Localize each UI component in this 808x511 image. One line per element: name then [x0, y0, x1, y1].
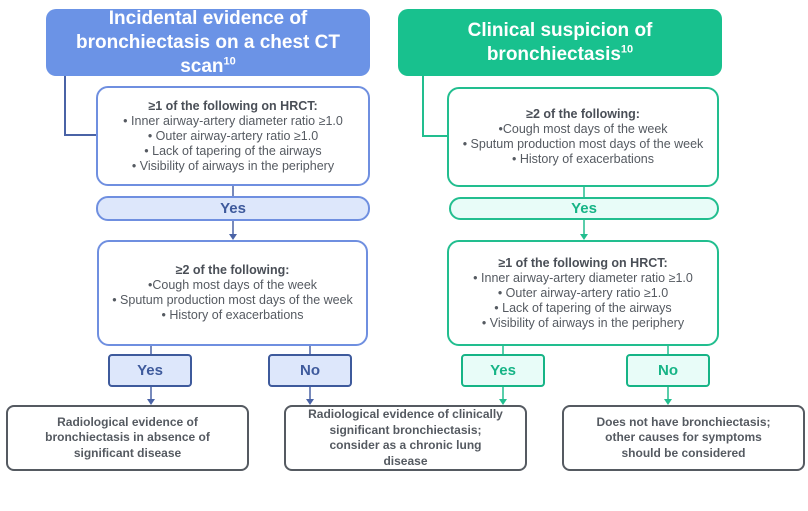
- connector-left-header: [64, 76, 97, 136]
- right-criteria-1-box: ≥2 of the following: •Cough most days of…: [447, 87, 719, 187]
- outcome-no-significant-disease: Radiological evidence of bronchiectasis …: [6, 405, 249, 471]
- left-criteria-1-title: ≥1 of the following on HRCT:: [148, 98, 318, 113]
- left-criteria-2-title: ≥2 of the following:: [175, 263, 290, 277]
- right-criteria-2-title: ≥1 of the following on HRCT:: [498, 255, 668, 270]
- arrow-right-yes-c2: [580, 234, 588, 240]
- arrow-right-yes-outcome: [499, 399, 507, 405]
- right-no-pill: No: [626, 354, 710, 387]
- right-criteria-2-box: ≥1 of the following on HRCT: • Inner air…: [447, 240, 719, 346]
- right-criteria-2-item: • Inner airway-artery diameter ratio ≥1.…: [473, 270, 693, 285]
- left-no-pill: No: [268, 354, 352, 387]
- right-criteria-1-item: • History of exacerbations: [512, 152, 654, 166]
- left-criteria-1-item: • Outer airway-artery ratio ≥1.0: [147, 128, 319, 143]
- right-criteria-1-title: ≥2 of the following:: [526, 107, 640, 121]
- left-header-title: Incidental evidence of bronchiectasis on…: [76, 7, 340, 77]
- left-criteria-1-item: • Inner airway-artery diameter ratio ≥1.…: [123, 113, 343, 128]
- right-header-title: Clinical suspicion of bronchiectasis: [467, 19, 653, 65]
- left-criteria-2-item: • Sputum production most days of the wee…: [112, 293, 353, 307]
- outcome-clinically-significant: Radiological evidence of clinically sign…: [284, 405, 527, 471]
- right-criteria-2-item: • Visibility of airways in the periphery: [481, 315, 685, 330]
- right-pathway-header: Clinical suspicion of bronchiectasis10: [398, 9, 722, 76]
- left-criteria-2-item: •Cough most days of the week: [147, 278, 318, 292]
- right-header-ref: 10: [620, 43, 634, 56]
- left-criteria-1-box: ≥1 of the following on HRCT: • Inner air…: [96, 86, 370, 186]
- arrow-left-no-outcome: [306, 399, 314, 405]
- connector-right-header: [422, 76, 448, 137]
- left-pathway-header: Incidental evidence of bronchiectasis on…: [46, 7, 370, 77]
- arrow-left-yes-outcome: [147, 399, 155, 405]
- left-criteria-1-item: • Lack of tapering of the airways: [144, 143, 322, 158]
- left-yes-pill: Yes: [108, 354, 192, 387]
- left-header-ref: 10: [223, 55, 236, 68]
- right-criteria-1-item: • Sputum production most days of the wee…: [462, 137, 704, 151]
- left-criteria-2-box: ≥2 of the following: •Cough most days of…: [97, 240, 368, 346]
- right-decision-1-yes: Yes: [449, 197, 719, 220]
- right-criteria-2-item: • Outer airway-artery ratio ≥1.0: [497, 285, 669, 300]
- left-criteria-2-item: • History of exacerbations: [161, 308, 304, 322]
- right-criteria-2-item: • Lack of tapering of the airways: [494, 300, 672, 315]
- arrow-right-no-outcome: [664, 399, 672, 405]
- right-yes-pill: Yes: [461, 354, 545, 387]
- left-decision-1-yes: Yes: [96, 196, 370, 221]
- arrow-left-yes-c2: [229, 234, 237, 240]
- right-criteria-1-item: •Cough most days of the week: [498, 122, 668, 136]
- left-criteria-1-item: • Visibility of airways in the periphery: [131, 158, 335, 173]
- outcome-not-bronchiectasis: Does not have bronchiectasis; other caus…: [562, 405, 805, 471]
